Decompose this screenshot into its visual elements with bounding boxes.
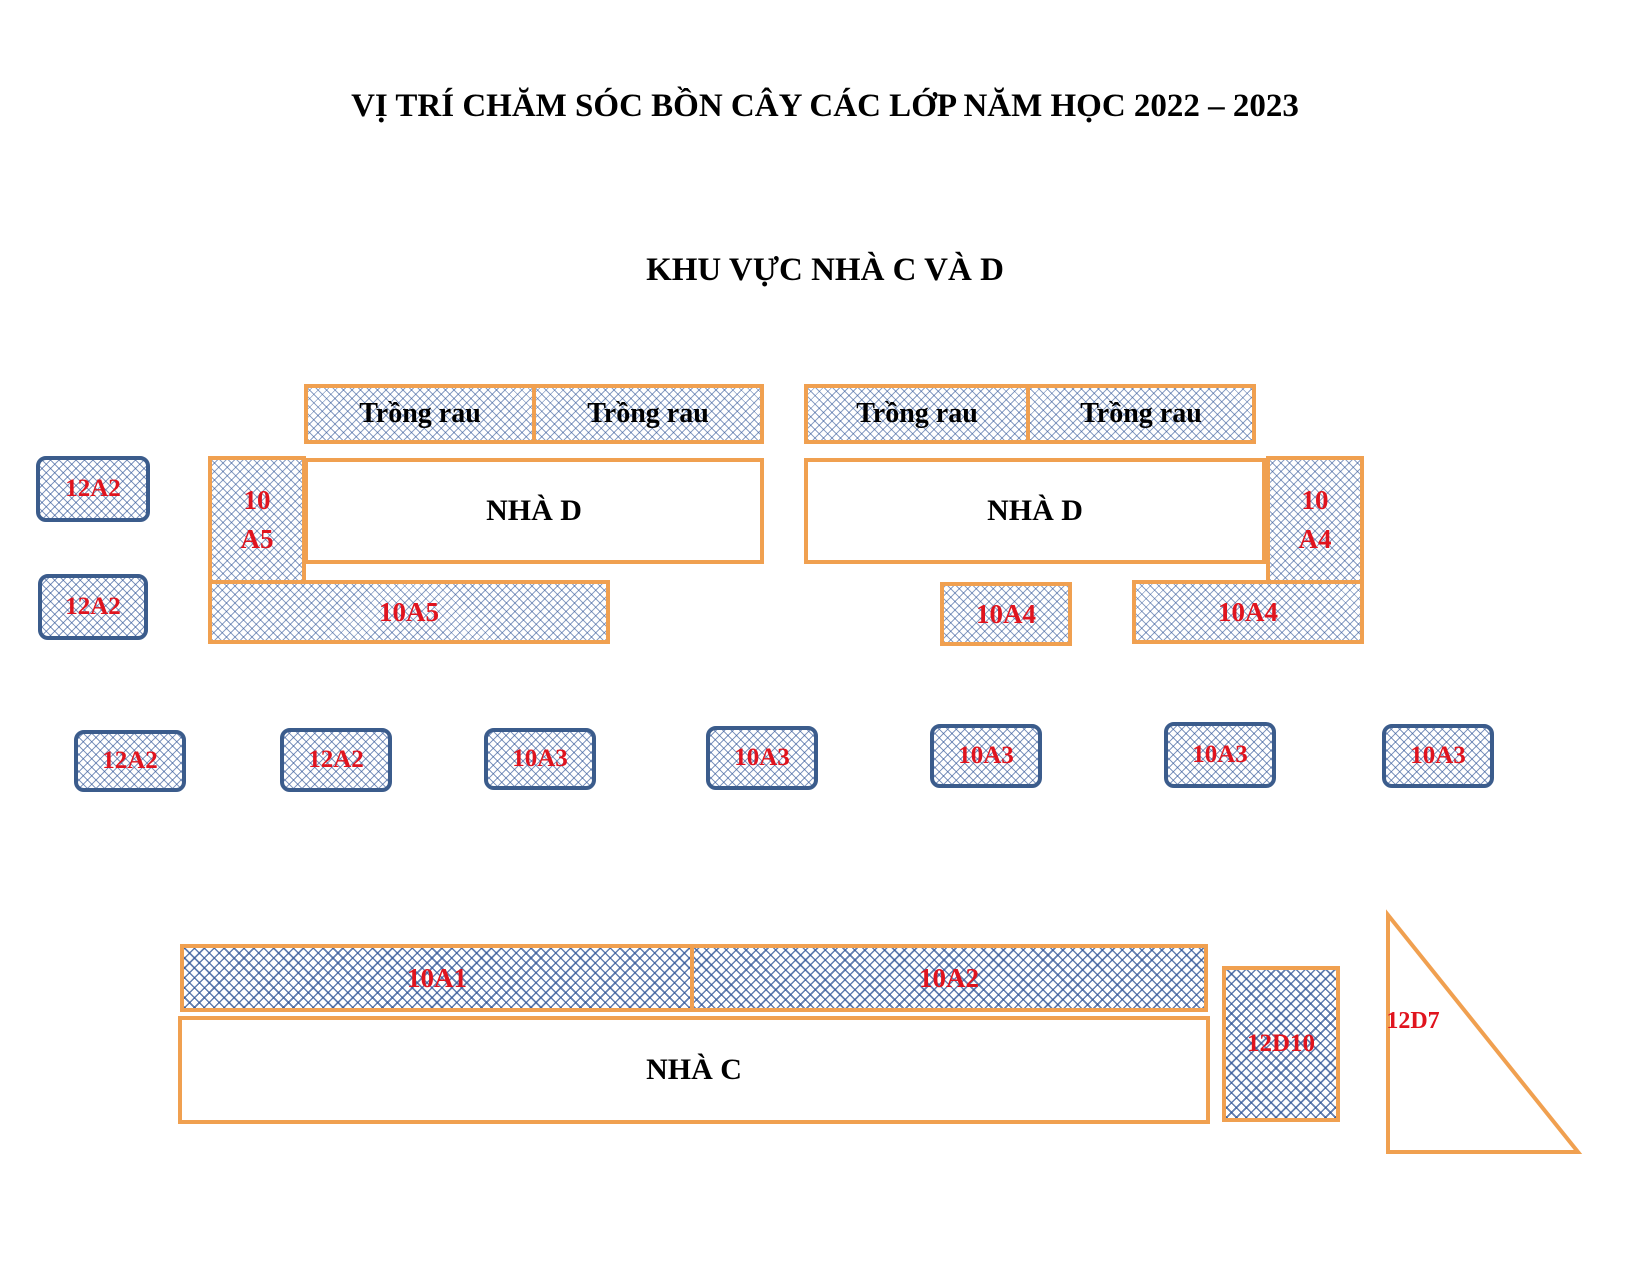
pot-label: 10A3 [1410,742,1466,769]
page-title: VỊ TRÍ CHĂM SÓC BỒN CÂY CÁC LỚP NĂM HỌC … [351,88,1299,124]
house-d-left-label: NHÀ D [486,494,582,527]
pot-row-1: 12A2 [74,730,186,792]
pot-label: 12A2 [65,593,121,620]
triangle-bed-label: 12D7 [1386,1008,1440,1034]
pot-label: 10A3 [512,745,568,772]
area-subtitle: KHU VỰC NHÀ C VÀ D [646,252,1004,288]
pot-12a2-left-1: 12A2 [36,456,150,522]
pot-label: 12A2 [308,746,364,773]
house-d-right-label: NHÀ D [987,494,1083,527]
vegetable-bed-label: Trồng rau [1080,398,1202,429]
side-bed-label-top: 10 [1301,484,1329,515]
side-bed-label-top: 10 [243,484,271,515]
side-bed-label-bottom: A5 [240,524,274,554]
house-d-right: NHÀ D [804,458,1266,564]
vegetable-bed-label: Trồng rau [856,398,978,429]
vegetable-bed-label: Trồng rau [359,398,481,429]
pot-12a2-left-2: 12A2 [38,574,148,640]
pot-label: 12A2 [102,747,158,774]
vegetable-bed-2: Trồng rau [532,384,764,444]
pot-row-4: 10A3 [706,726,818,790]
bed-10a4-small: 10A4 [940,582,1072,646]
bed-label: 10A4 [1218,596,1278,627]
side-bed-label-bottom: A4 [1298,524,1332,554]
pot-row-6: 10A3 [1164,722,1276,788]
pot-row-5: 10A3 [930,724,1042,788]
pot-label: 12A2 [65,475,121,502]
side-bed-10a4: 10 A4 [1266,456,1364,584]
bed-label: 12D10 [1246,1030,1316,1057]
bed-12d10: 12D10 [1222,966,1340,1122]
bed-10a4-long: 10A4 [1132,580,1364,644]
triangle-bed-shape [1386,909,1583,1154]
vegetable-bed-4: Trồng rau [1026,384,1256,444]
bed-label: 10A4 [976,598,1036,629]
bed-label: 10A5 [379,596,439,627]
bed-label: 10A1 [407,962,467,993]
house-c: NHÀ C [178,1016,1210,1124]
pot-label: 10A3 [958,742,1014,769]
bed-10a2: 10A2 [690,944,1208,1012]
bed-10a5: 10A5 [208,580,610,644]
pot-row-2: 12A2 [280,728,392,792]
house-d-left: NHÀ D [304,458,764,564]
house-c-label: NHÀ C [646,1053,742,1086]
pot-label: 10A3 [734,744,790,771]
vegetable-bed-label: Trồng rau [587,398,709,429]
side-bed-10a5: 10 A5 [208,456,306,584]
bed-10a1: 10A1 [180,944,694,1012]
bed-label: 10A2 [919,962,979,993]
pot-label: 10A3 [1192,741,1248,768]
pot-row-3: 10A3 [484,728,596,790]
vegetable-bed-3: Trồng rau [804,384,1030,444]
pot-row-7: 10A3 [1382,724,1494,788]
